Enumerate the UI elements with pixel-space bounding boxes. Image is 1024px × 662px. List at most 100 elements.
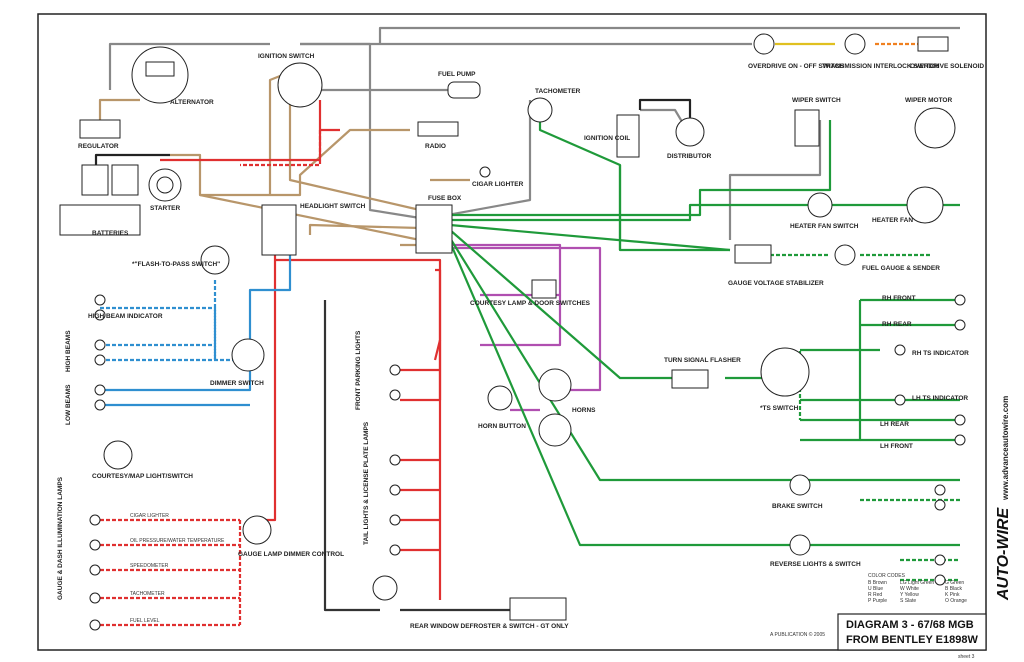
label-distributor: DISTRIBUTOR (667, 153, 712, 160)
brake-switch (789, 474, 811, 496)
label-ts-switch: *TS SWITCH (760, 405, 799, 412)
label-courtesy-map: COURTESY/MAP LIGHT/SWITCH (92, 473, 193, 480)
label-rh-front: RH FRONT (882, 295, 916, 302)
color-code-entry: S Slate (900, 598, 916, 604)
label-rh-rear: RH REAR (882, 321, 912, 328)
label-gauge-lamp-dimmer: GAUGE LAMP DIMMER CONTROL (238, 551, 344, 558)
title-line-1: DIAGRAM 3 - 67/68 MGB (846, 619, 974, 631)
distributor (675, 117, 705, 147)
label-brake-switch: BRAKE SWITCH (772, 503, 823, 510)
label-high-beams: HIGH BEAMS (65, 330, 72, 372)
headlight-switch (261, 204, 297, 256)
label-radio: RADIO (425, 143, 446, 150)
label-alternator: ALTERNATOR (170, 99, 214, 106)
label-lh-front: LH FRONT (880, 443, 913, 450)
color-code-entry: W White (900, 586, 919, 592)
tachometer (527, 97, 553, 123)
courtesy-map-light (103, 440, 133, 470)
fuel-pump (447, 81, 481, 99)
wires-green (448, 120, 960, 547)
courtesy-lamp-door-switches (531, 279, 557, 299)
brand-url: www.advanceautowire.com (1001, 396, 1010, 501)
label-reverse-lights: REVERSE LIGHTS & SWITCH (770, 561, 861, 568)
label-horn-button: HORN BUTTON (478, 423, 526, 430)
color-code-entry: LG Light Green (900, 580, 934, 586)
wires-red-dashed (100, 130, 322, 627)
label-fuse-box: FUSE BOX (428, 195, 462, 202)
publication-credit: A PUBLICATION © 2005 (770, 631, 825, 638)
batteries (59, 164, 141, 236)
label-gauge-dash-lamps: GAUGE & DASH ILLUMINATION LAMPS (57, 476, 64, 600)
label-ignition-switch: IGNITION SWITCH (258, 53, 315, 60)
label-rh-ts-indicator: RH TS INDICATOR (912, 350, 969, 357)
labels: IGNITION SWITCH FUEL PUMP TACHOMETER OVE… (57, 53, 984, 630)
color-code-entry: G Green (945, 580, 964, 586)
cigar-lighter (479, 166, 491, 178)
label-ignition-coil: IGNITION COIL (584, 135, 630, 142)
label-lh-rear: LH REAR (880, 421, 909, 428)
gauge-lamp-dimmer (242, 515, 272, 545)
label-cigar-lighter: CIGAR LIGHTER (472, 181, 524, 188)
label-fuel-pump: FUEL PUMP (438, 71, 476, 78)
color-code-entry: K Pink (945, 592, 960, 598)
label-turn-signal-flasher: TURN SIGNAL FLASHER (664, 357, 741, 364)
heater-fan-switch (807, 192, 833, 218)
wires-brown (98, 68, 470, 247)
color-code-entry: O Orange (945, 598, 967, 604)
color-code-entry: B Brown (868, 580, 887, 586)
fuel-gauge-sender (834, 244, 856, 266)
label-fuel-level-lamp: FUEL LEVEL (130, 618, 160, 624)
label-low-beams: LOW BEAMS (65, 384, 72, 425)
color-codes-heading: COLOR CODES (868, 573, 906, 579)
color-code-entry: R Red (868, 592, 882, 598)
label-transmission-switch: TRANSMISSION INTERLOCK SWITCH (822, 63, 939, 70)
wires-blue (100, 255, 292, 407)
lamps (89, 294, 966, 631)
label-overdrive-switch: OVERDRIVE ON - OFF SWITCH (748, 63, 844, 70)
flash-to-pass-switch (200, 245, 230, 275)
label-heater-fan-switch: HEATER FAN SWITCH (790, 223, 859, 230)
label-lh-ts-indicator: LH TS INDICATOR (912, 395, 968, 402)
title-line-2: FROM BENTLEY E1898W (846, 634, 978, 646)
label-oil-pressure-lamp: OIL PRESSURE/WATER TEMPERATURE (130, 538, 225, 544)
color-code-entry: B Black (945, 586, 962, 592)
label-fuel-gauge-sender: FUEL GAUGE & SENDER (862, 265, 940, 272)
label-starter: STARTER (150, 205, 181, 212)
wires-defroster (323, 300, 510, 612)
sheet-number: sheet 3 (958, 654, 975, 660)
label-batteries: BATTERIES (92, 230, 129, 237)
gauge-voltage-stabilizer (734, 244, 772, 264)
label-courtesy-lamp: COURTESY LAMP & DOOR SWITCHES (470, 300, 591, 307)
fuse-box (415, 204, 453, 254)
label-regulator: REGULATOR (78, 143, 119, 150)
label-gauge-voltage-stabilizer: GAUGE VOLTAGE STABILIZER (728, 280, 824, 287)
label-high-beam-indicator: HIGH BEAM INDICATOR (88, 313, 163, 320)
brand: AUTO-WIRE www.advanceautowire.com (995, 396, 1012, 601)
label-cigar-lighter-lamp: CIGAR LIGHTER (130, 513, 169, 519)
reverse-lights-switch (789, 534, 811, 556)
label-headlight-switch: HEADLIGHT SWITCH (300, 203, 366, 210)
diagram-border (37, 13, 987, 651)
ignition-switch (277, 62, 323, 108)
label-overdrive-solenoid: OVERDRIVE SOLENOID (910, 63, 984, 70)
rear-window-defroster (372, 575, 567, 621)
label-wiper-switch: WIPER SWITCH (792, 97, 841, 104)
label-rear-defroster: REAR WINDOW DEFROSTER & SWITCH - GT ONLY (410, 623, 569, 630)
color-codes-legend: COLOR CODES B Brown U Blue R Red P Purpl… (868, 573, 967, 604)
wiper-switch (794, 109, 820, 147)
color-code-entry: U Blue (868, 586, 883, 592)
color-code-entry: Y Yellow (900, 592, 919, 598)
label-wiper-motor: WIPER MOTOR (905, 97, 952, 104)
horn-button (487, 385, 513, 411)
label-front-parking-lights: FRONT PARKING LIGHTS (355, 330, 362, 410)
dimmer-switch (231, 338, 265, 372)
turn-signal-flasher (671, 369, 709, 389)
ts-switch (760, 347, 810, 397)
label-heater-fan: HEATER FAN (872, 217, 913, 224)
label-speedometer-lamp: SPEEDOMETER (130, 563, 169, 569)
wires-white (108, 26, 960, 240)
starter (148, 168, 182, 202)
brand-logo: AUTO-WIRE (995, 507, 1012, 601)
